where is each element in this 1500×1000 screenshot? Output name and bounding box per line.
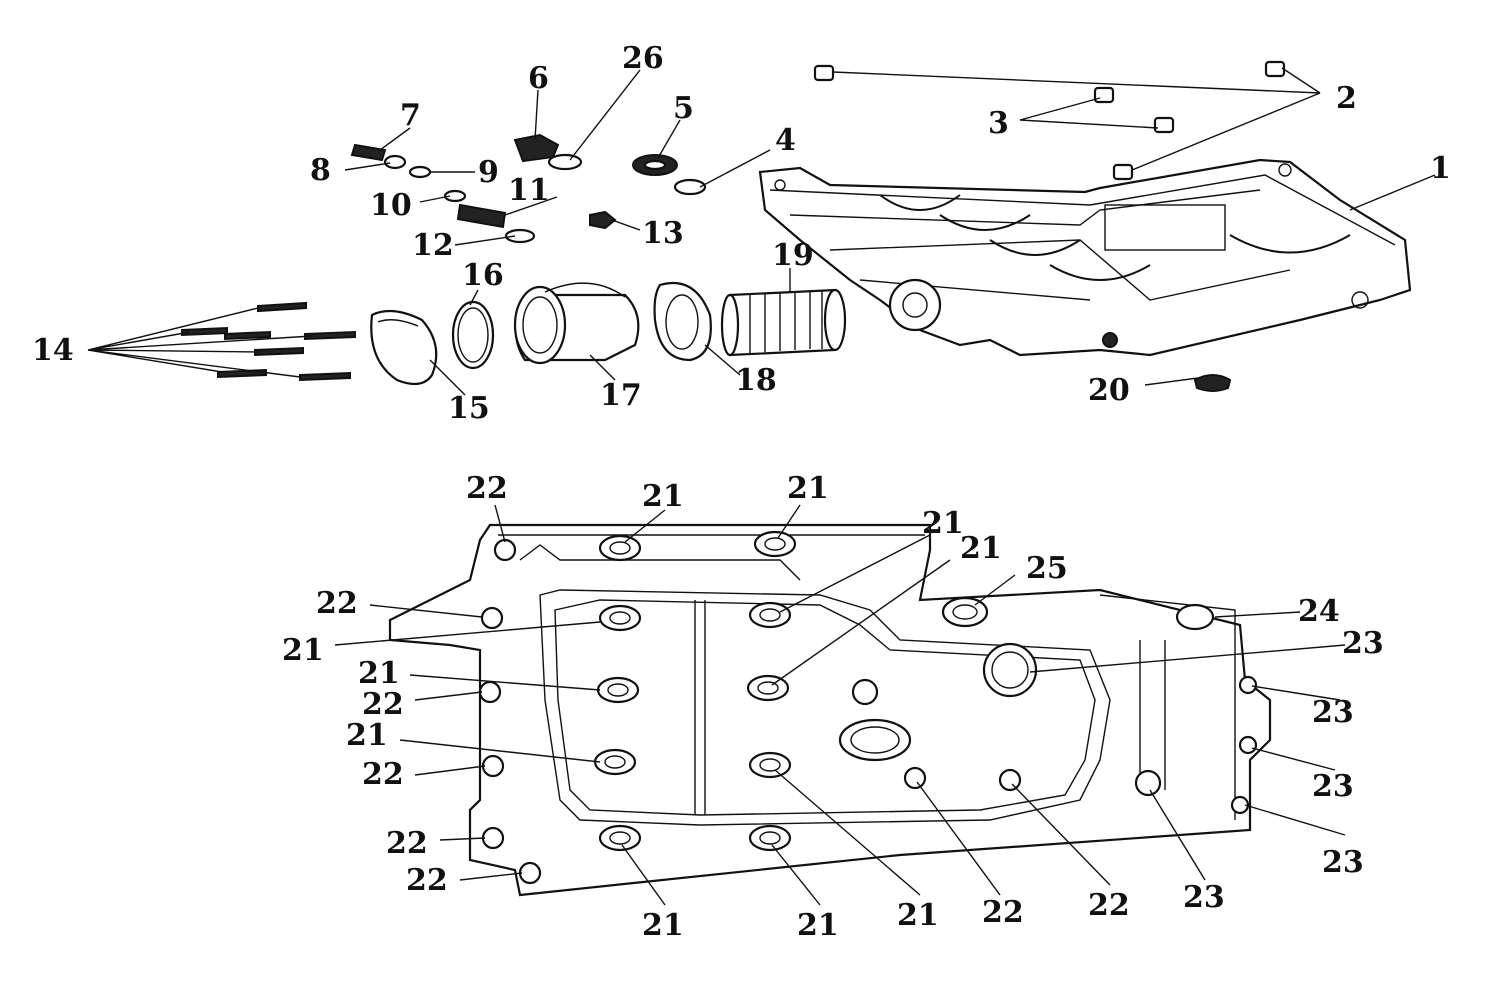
- label-11: 11: [508, 173, 550, 208]
- label-5: 5: [673, 91, 694, 126]
- label-7: 7: [400, 98, 421, 133]
- label-22-top: 22: [466, 471, 508, 506]
- top-labels: 1 2 3 4 5 6 7 8 9 10 11 12 13 14 15 16 1…: [32, 41, 1451, 426]
- label-23-b: 23: [1312, 695, 1354, 730]
- label-20: 20: [1088, 373, 1130, 408]
- label-14: 14: [32, 333, 74, 368]
- label-10: 10: [370, 188, 412, 223]
- label-23-a: 23: [1342, 626, 1384, 661]
- label-22-e: 22: [386, 826, 428, 861]
- label-25: 25: [1026, 551, 1068, 586]
- label-22-g: 22: [982, 895, 1024, 930]
- label-16: 16: [462, 258, 504, 293]
- label-22-h: 22: [1088, 888, 1130, 923]
- label-21-c: 21: [922, 506, 964, 541]
- plug-part-24: [1175, 603, 1215, 631]
- label-21-e: 21: [282, 633, 324, 668]
- small-fittings: [350, 133, 1232, 392]
- label-6: 6: [528, 61, 549, 96]
- label-23-e: 23: [1183, 880, 1225, 915]
- label-2: 2: [1336, 81, 1357, 116]
- dowel-pins: [813, 60, 1286, 181]
- gasket-part-18: [653, 281, 712, 362]
- label-21-g: 21: [346, 718, 388, 753]
- label-3: 3: [988, 106, 1009, 141]
- label-21-f: 21: [358, 656, 400, 691]
- oil-filter-part-19: [720, 288, 847, 357]
- filter-cover-part-15: [370, 309, 438, 386]
- label-26: 26: [622, 41, 664, 76]
- label-24: 24: [1298, 594, 1340, 629]
- label-21-d: 21: [960, 531, 1002, 566]
- lower-crankcase: [388, 523, 1272, 897]
- o-ring-part-16: [451, 300, 495, 370]
- label-22-f: 22: [406, 863, 448, 898]
- label-23-d: 23: [1322, 845, 1364, 880]
- bolt-bosses: [593, 530, 797, 852]
- label-21-i: 21: [797, 908, 839, 943]
- bottom-labels: 22 21 21 21 21 25 22 24 21 23 21 22 23 2…: [282, 471, 1384, 943]
- label-23-c: 23: [1312, 769, 1354, 804]
- label-4: 4: [775, 123, 796, 158]
- bolts-part-14: [181, 301, 356, 382]
- filter-housing-part-17: [513, 282, 640, 365]
- label-17: 17: [600, 378, 642, 413]
- label-9: 9: [478, 155, 499, 190]
- label-22-d: 22: [362, 757, 404, 792]
- label-8: 8: [310, 153, 331, 188]
- label-13: 13: [642, 216, 684, 251]
- plug-part-25: [941, 596, 989, 628]
- top-leader-lines: [87, 67, 1436, 396]
- bottom-leader-lines: [334, 504, 1346, 906]
- label-15: 15: [448, 391, 490, 426]
- label-21-h: 21: [642, 908, 684, 943]
- label-21-a: 21: [642, 479, 684, 514]
- label-12: 12: [412, 228, 454, 263]
- label-18: 18: [735, 363, 777, 398]
- label-19: 19: [772, 238, 814, 273]
- upper-crankcase-part-1: [758, 158, 1412, 357]
- label-22-b: 22: [316, 586, 358, 621]
- label-21-j: 21: [897, 898, 939, 933]
- label-1: 1: [1430, 151, 1451, 186]
- label-21-b: 21: [787, 471, 829, 506]
- label-22-c: 22: [362, 687, 404, 722]
